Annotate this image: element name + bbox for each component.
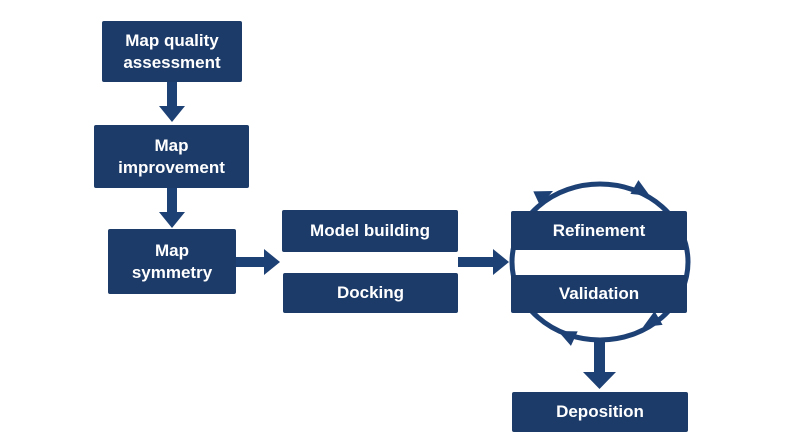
node-label: Deposition: [556, 402, 644, 421]
node-deposition: Deposition: [512, 392, 688, 432]
arrow-quality-to-improvement: [159, 82, 185, 122]
cycle-arrowhead-bottom-right-icon: [643, 311, 663, 327]
cycle-gap-cover: [517, 251, 682, 274]
node-validation: Validation: [511, 275, 687, 313]
node-map-improvement: Map improvement: [94, 125, 249, 188]
arrow-modelbuilding-to-refinement: [458, 249, 509, 275]
cycle-arrowhead-top-right-icon: [630, 180, 650, 196]
node-label: Refinement: [552, 220, 646, 240]
node-label: Model building: [310, 221, 430, 240]
node-map-symmetry: Map symmetry: [108, 229, 236, 294]
node-map-quality-assessment: Map quality assessment: [102, 21, 242, 82]
cycle-arrowhead-bottom-left-icon: [558, 331, 578, 346]
cycle-arrowhead-top-left-icon: [533, 191, 553, 206]
arrow-improvement-to-symmetry: [159, 188, 185, 228]
node-label: Map improvement: [118, 135, 225, 177]
node-label: Docking: [336, 283, 405, 302]
node-docking: Docking: [283, 273, 458, 313]
arrow-symmetry-to-modelbuilding: [236, 249, 280, 275]
node-label: Map symmetry: [131, 240, 213, 282]
node-label: Map quality assessment: [123, 30, 221, 72]
arrow-validation-to-deposition: [583, 338, 616, 389]
node-model-building: Model building: [282, 210, 458, 252]
node-label: Validation: [558, 284, 640, 303]
node-refinement: Refinement: [511, 211, 687, 250]
